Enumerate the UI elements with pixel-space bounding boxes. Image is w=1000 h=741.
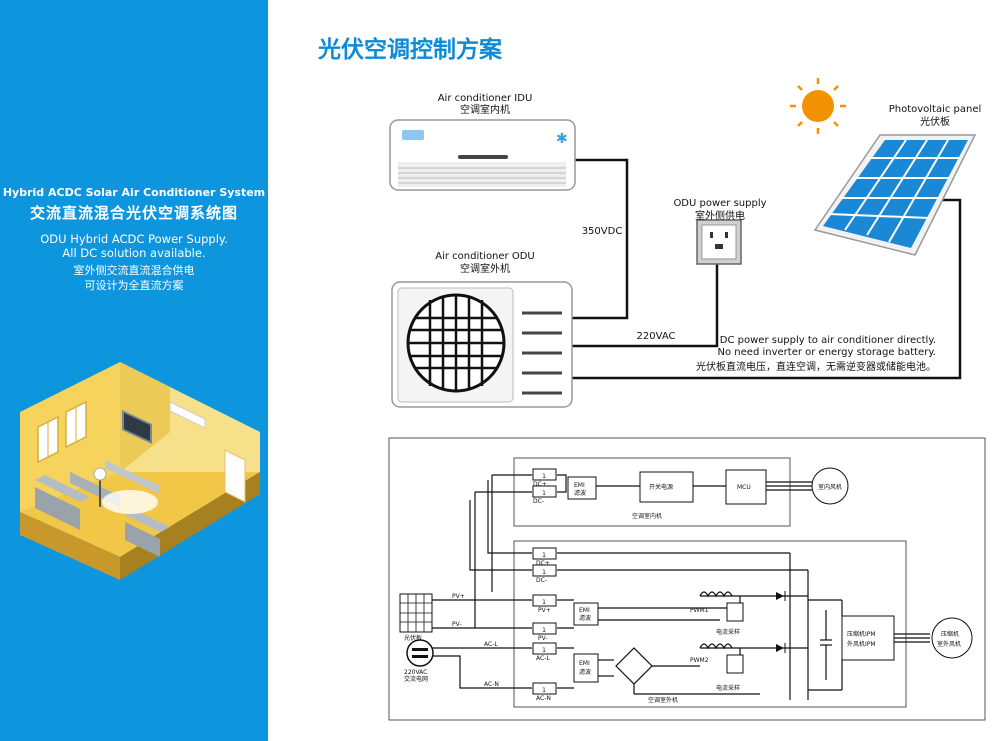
label-pv-plus: PV+	[452, 593, 465, 600]
label-pwm2: PWM2	[690, 657, 709, 664]
fuse-label: 1	[542, 552, 546, 559]
label-current-sample-2: 电流采样	[716, 684, 740, 692]
label-filter-pv: 滤波	[579, 614, 591, 622]
label-ac-n-in: AC-N	[536, 695, 551, 702]
outdoor-motors	[931, 617, 973, 659]
label-comp-ipm: 压缩机IPM	[847, 630, 876, 638]
label-filter-idu: 滤波	[574, 489, 586, 497]
label-grid: 交流电网	[404, 675, 428, 683]
label-switch-ps: 开关电源	[649, 483, 673, 491]
odu-label-en: Air conditioner ODU	[435, 251, 535, 262]
odu-unit	[391, 281, 573, 408]
fuse-label: 1	[542, 490, 546, 497]
room-illustration	[20, 362, 260, 580]
label-compressor: 压缩机	[941, 630, 959, 638]
dc-note-2: No need inverter or energy storage batte…	[717, 347, 936, 358]
dc-note-1: DC power supply to air conditioner direc…	[719, 335, 936, 346]
sidebar-title-en: Hybrid ACDC Solar Air Conditioner System	[2, 186, 266, 199]
idu-label-en: Air conditioner IDU	[437, 93, 533, 104]
odu-supply-label-cn: 室外侧供电	[695, 211, 745, 222]
pv-label-en: Photovoltaic panel	[888, 104, 982, 115]
fan-grille	[408, 295, 504, 391]
page-title: 光伏空调控制方案	[318, 37, 502, 63]
voltage-220vac: 220VAC	[636, 331, 676, 342]
socket-icon	[696, 219, 742, 265]
fuse-label: 1	[542, 473, 546, 480]
label-dc-plus: DC+	[533, 481, 547, 488]
idu-unit: ✱	[389, 119, 576, 191]
fuse-label: 1	[542, 687, 546, 694]
odu-label-cn: 空调室外机	[460, 264, 510, 275]
idu-label-cn: 空调室内机	[460, 105, 510, 116]
label-emi-ac: EMI	[579, 660, 590, 667]
emi-filter-idu	[567, 476, 597, 500]
system-diagram: ✱	[389, 78, 977, 408]
ipm-block	[841, 615, 895, 661]
snowflake-icon: ✱	[556, 131, 568, 147]
label-pv-minus-in: PV-	[538, 635, 548, 642]
pv-panel-icon	[813, 134, 977, 256]
label-ac-n: AC-N	[484, 681, 499, 688]
fuse-label: 1	[542, 569, 546, 576]
igbt-2	[726, 654, 744, 674]
label-pwm1: PWM1	[690, 607, 709, 614]
label-indoor-unit: 空调室内机	[632, 512, 662, 520]
label-dc-minus-odu: DC-	[536, 577, 547, 584]
label-emi-idu: EMI	[574, 482, 585, 489]
sidebar: Hybrid ACDC Solar Air Conditioner System…	[0, 0, 268, 741]
fuse-label: 1	[542, 627, 546, 634]
emi-filter-ac	[573, 653, 599, 683]
label-pv-minus: PV-	[452, 621, 462, 628]
sidebar-desc-en-2: All DC solution available.	[62, 246, 206, 260]
label-current-sample-1: 电流采样	[716, 628, 740, 636]
label-grid-voltage: 220VAC	[404, 669, 427, 676]
label-outdoor-fan: 室外风机	[937, 640, 961, 648]
label-ac-l: AC-L	[484, 641, 498, 648]
label-outdoor-unit: 空调室外机	[648, 696, 678, 704]
dc-note-cn: 光伏板直流电压，直连空调，无需逆变器或储能电池。	[696, 362, 936, 373]
label-dc-minus: DC-	[533, 498, 544, 505]
label-filter-ac: 滤波	[579, 668, 591, 676]
label-indoor-fan: 室内风机	[818, 483, 842, 491]
sidebar-desc-en-1: ODU Hybrid ACDC Power Supply.	[40, 232, 228, 246]
pv-panel-symbol	[399, 593, 433, 633]
pv-label-cn: 光伏板	[920, 117, 950, 128]
label-ac-l-in: AC-L	[536, 655, 550, 662]
emi-filter-pv	[573, 602, 599, 626]
wiring	[568, 158, 962, 380]
ac-plug-icon	[406, 639, 434, 667]
label-mcu: MCU	[737, 484, 751, 491]
fuse-label: 1	[542, 647, 546, 654]
label-pv-panel: 光伏板	[404, 634, 422, 642]
fuse-label: 1	[542, 599, 546, 606]
sidebar-desc-cn-1: 室外侧交流直流混合供电	[73, 264, 195, 277]
sidebar-title-cn: 交流直流混合光伏空调系统图	[29, 204, 238, 222]
label-fan-ipm: 外风机IPM	[847, 640, 876, 648]
label-emi-pv: EMI	[579, 607, 590, 614]
label-dc-plus-odu: DC+	[536, 560, 550, 567]
sidebar-desc-cn-2: 可设计为全直流方案	[84, 279, 184, 292]
indoor-fan-motor	[811, 467, 849, 505]
sun-icon	[790, 78, 846, 134]
igbt-1	[726, 602, 744, 622]
circuit-schematic: 1 1 1 1 1 1 1 1	[388, 437, 986, 721]
mcu-block	[725, 469, 767, 505]
voltage-350vdc: 350VDC	[581, 226, 623, 237]
label-pv-plus-in: PV+	[538, 607, 551, 614]
odu-supply-label-en: ODU power supply	[673, 198, 767, 209]
switch-power-supply	[639, 471, 694, 503]
